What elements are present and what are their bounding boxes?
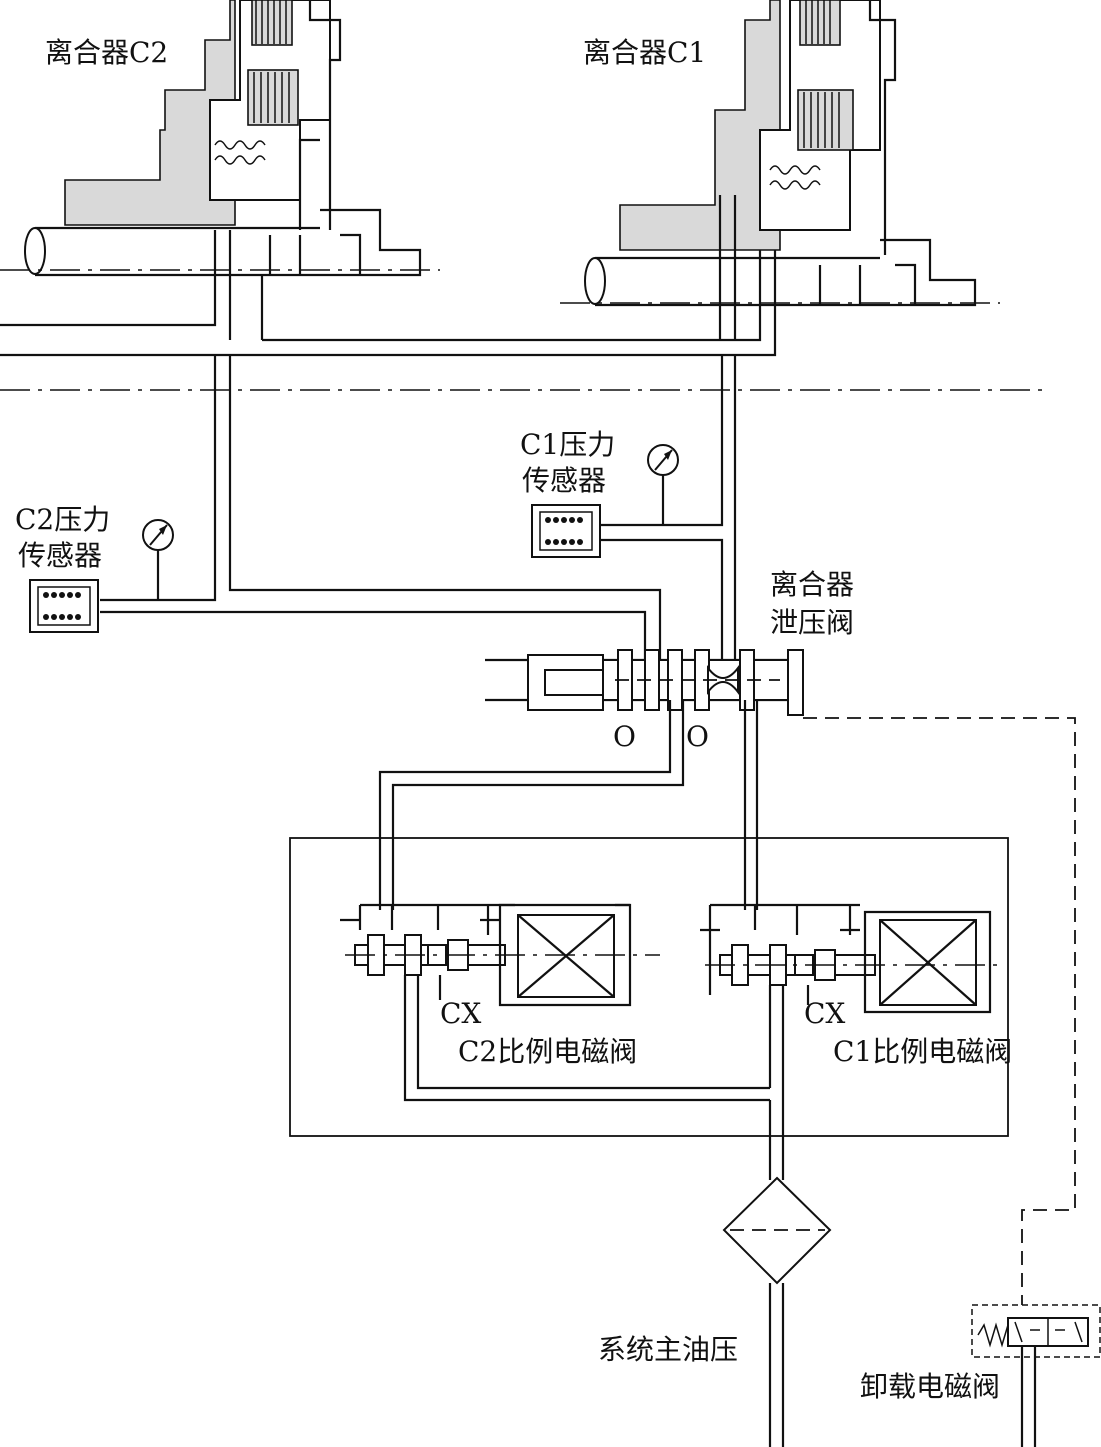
label-cx-left: CX xyxy=(440,997,482,1030)
label-unload-valve: 卸载电磁阀 xyxy=(860,1370,1001,1403)
label-main-pressure: 系统主油压 xyxy=(598,1333,739,1366)
label-cx-right: CX xyxy=(804,997,846,1030)
label-port-o-left: O xyxy=(613,720,636,753)
unload-solenoid-valve xyxy=(971,1304,1101,1447)
clutch-c2-assembly xyxy=(24,0,422,277)
label-relief-valve-line1: 离合器 xyxy=(770,568,855,601)
clutch-relief-valve xyxy=(485,649,804,716)
label-relief-valve-line2: 泄压阀 xyxy=(770,606,855,639)
valve-module-box xyxy=(289,837,1009,1137)
c2-pressure-sensor xyxy=(29,519,174,633)
c2-proportional-valve xyxy=(340,903,770,1102)
label-c2-sensor-line2: 传感器 xyxy=(18,539,103,572)
relief-to-valves xyxy=(378,700,1076,1305)
clutch-c1-assembly xyxy=(584,0,977,307)
label-c1-sensor-line1: C1压力 xyxy=(520,428,616,461)
label-c2-proportional-valve: C2比例电磁阀 xyxy=(458,1035,638,1068)
label-port-o-right: O xyxy=(686,720,709,753)
main-line xyxy=(722,1100,832,1447)
label-c1-sensor-line2: 传感器 xyxy=(522,464,607,497)
feed-lines xyxy=(100,355,737,660)
c1-pressure-sensor xyxy=(531,444,679,558)
c1-proportional-valve xyxy=(700,903,1000,1100)
label-clutch-c2: 离合器C2 xyxy=(45,36,169,69)
label-c1-proportional-valve: C1比例电磁阀 xyxy=(833,1035,1013,1068)
label-clutch-c1: 离合器C1 xyxy=(583,36,707,69)
label-c2-sensor-line1: C2压力 xyxy=(15,503,111,536)
upper-passages xyxy=(0,195,777,357)
